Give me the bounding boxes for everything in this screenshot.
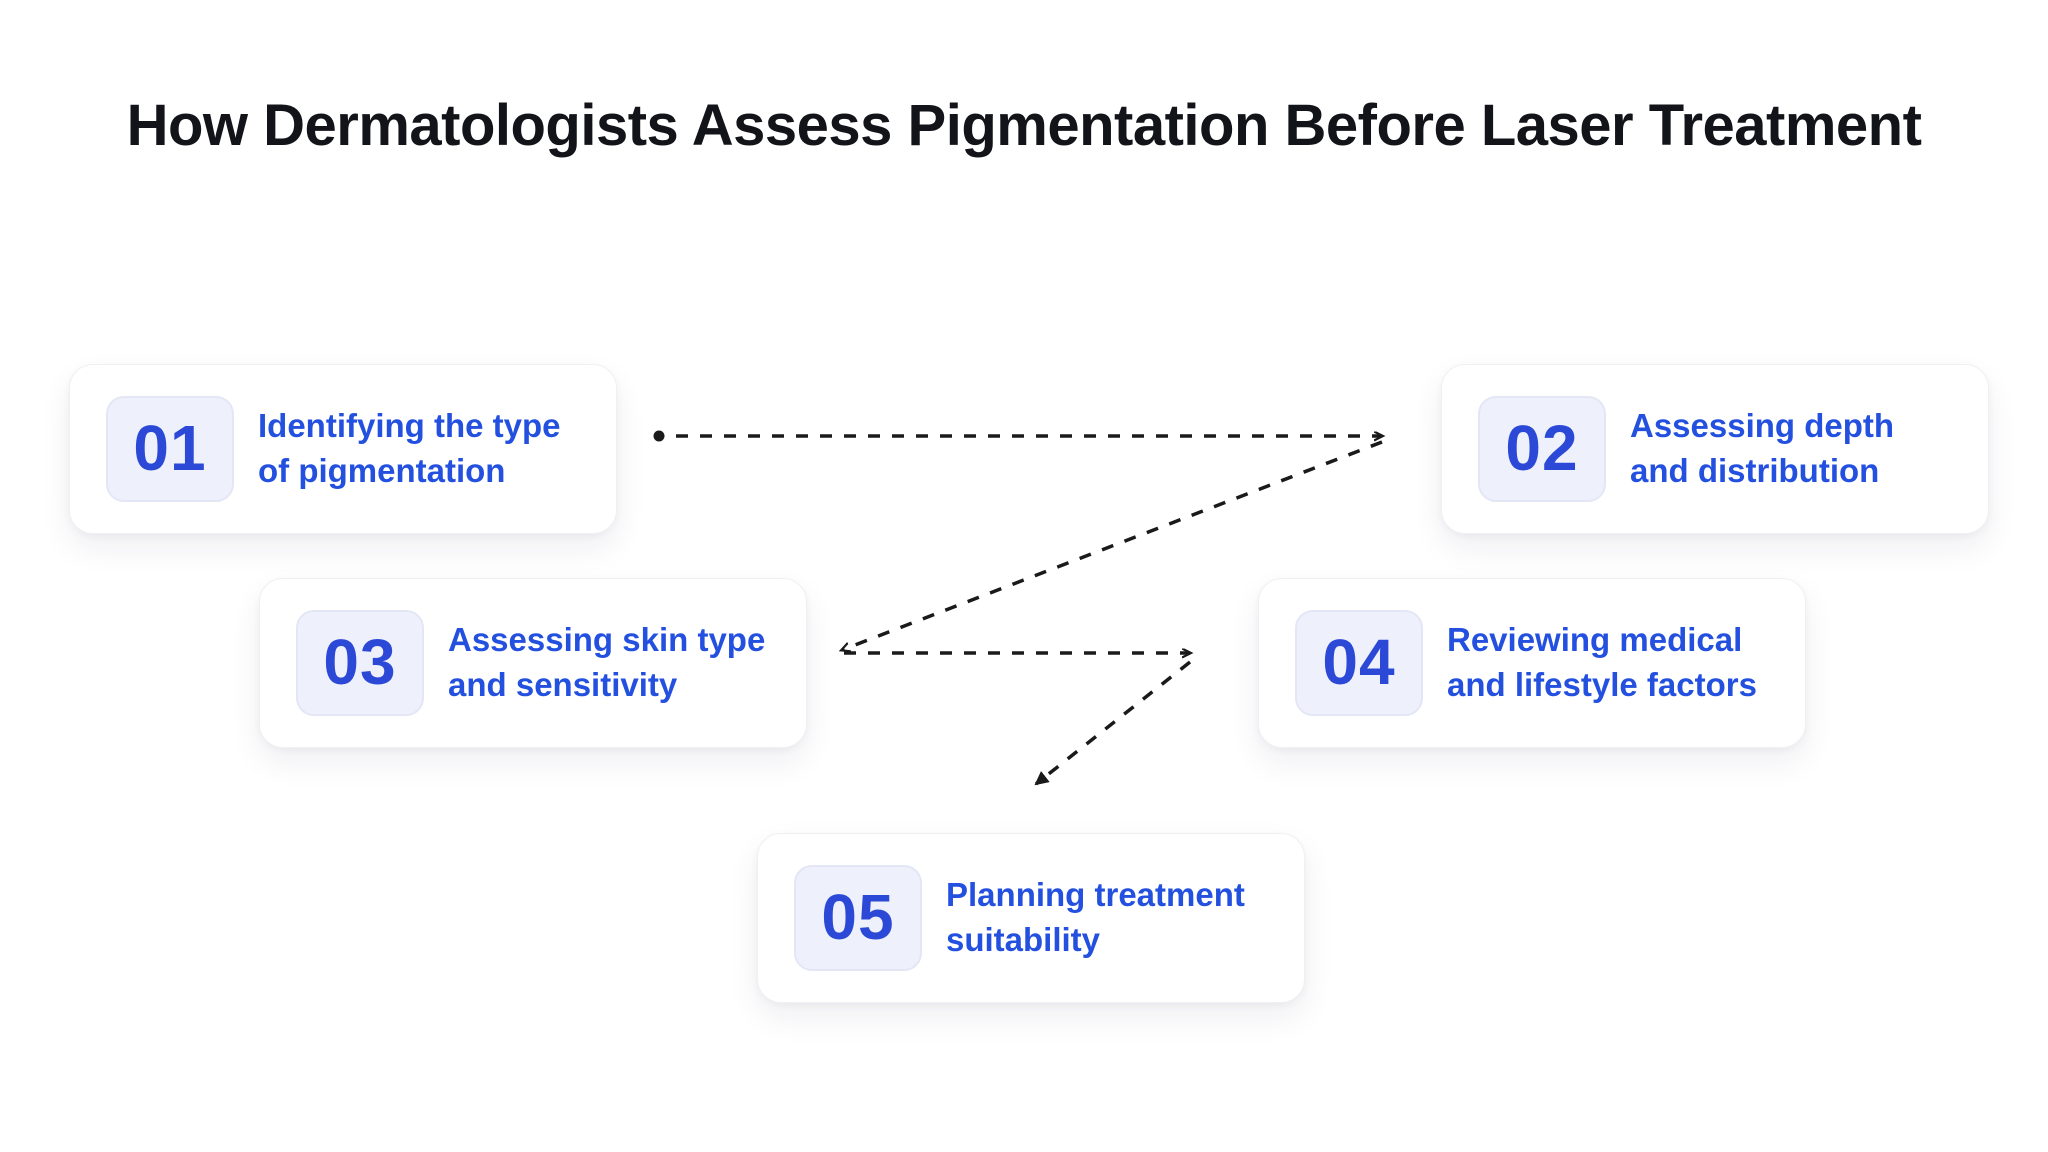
step-02-number: 02 xyxy=(1505,412,1579,484)
step-05-label-line-1: Planning treatment xyxy=(946,876,1245,914)
connector-start-dot xyxy=(653,430,665,442)
step-03-label: Assessing skin type and sensitivity xyxy=(448,618,765,708)
step-02-label-line-2: and distribution xyxy=(1630,452,1880,489)
step-card-03: 03 Assessing skin type and sensitivity xyxy=(259,578,807,748)
connector-step4-to-step5 xyxy=(1034,660,1192,786)
page-title: How Dermatologists Assess Pigmentation B… xyxy=(126,93,1922,158)
step-card-02: 02 Assessing depth and distribution xyxy=(1441,364,1989,534)
step-04-label-line-1: Reviewing medical xyxy=(1447,621,1743,659)
step-01-number-badge: 01 xyxy=(106,396,234,502)
step-02-label-line-1: Assessing depth xyxy=(1630,407,1895,445)
step-04-label-line-2: and lifestyle factors xyxy=(1447,666,1757,703)
step-01-number: 01 xyxy=(133,412,207,484)
step-card-04: 04 Reviewing medical and lifestyle facto… xyxy=(1258,578,1806,748)
step-01-label: Identifying the type of pigmentation xyxy=(258,404,561,494)
step-03-number-badge: 03 xyxy=(296,610,424,716)
step-03-label-line-2: and sensitivity xyxy=(448,666,678,703)
step-04-number-badge: 04 xyxy=(1295,610,1423,716)
step-03-label-line-1: Assessing skin type xyxy=(448,621,766,659)
step-02-number-badge: 02 xyxy=(1478,396,1606,502)
step-05-label: Planning treatment suitability xyxy=(946,873,1245,963)
step-card-05: 05 Planning treatment suitability xyxy=(757,833,1305,1003)
step-04-label: Reviewing medical and lifestyle factors xyxy=(1447,618,1757,708)
step-05-number-badge: 05 xyxy=(794,865,922,971)
step-05-number: 05 xyxy=(821,881,895,953)
step-02-label: Assessing depth and distribution xyxy=(1630,404,1894,494)
step-04-number: 04 xyxy=(1322,626,1396,698)
step-card-01: 01 Identifying the type of pigmentation xyxy=(69,364,617,534)
step-03-number: 03 xyxy=(323,626,397,698)
step-01-label-line-2: of pigmentation xyxy=(258,452,506,489)
step-05-label-line-2: suitability xyxy=(946,921,1101,958)
step-01-label-line-1: Identifying the type xyxy=(258,407,561,445)
